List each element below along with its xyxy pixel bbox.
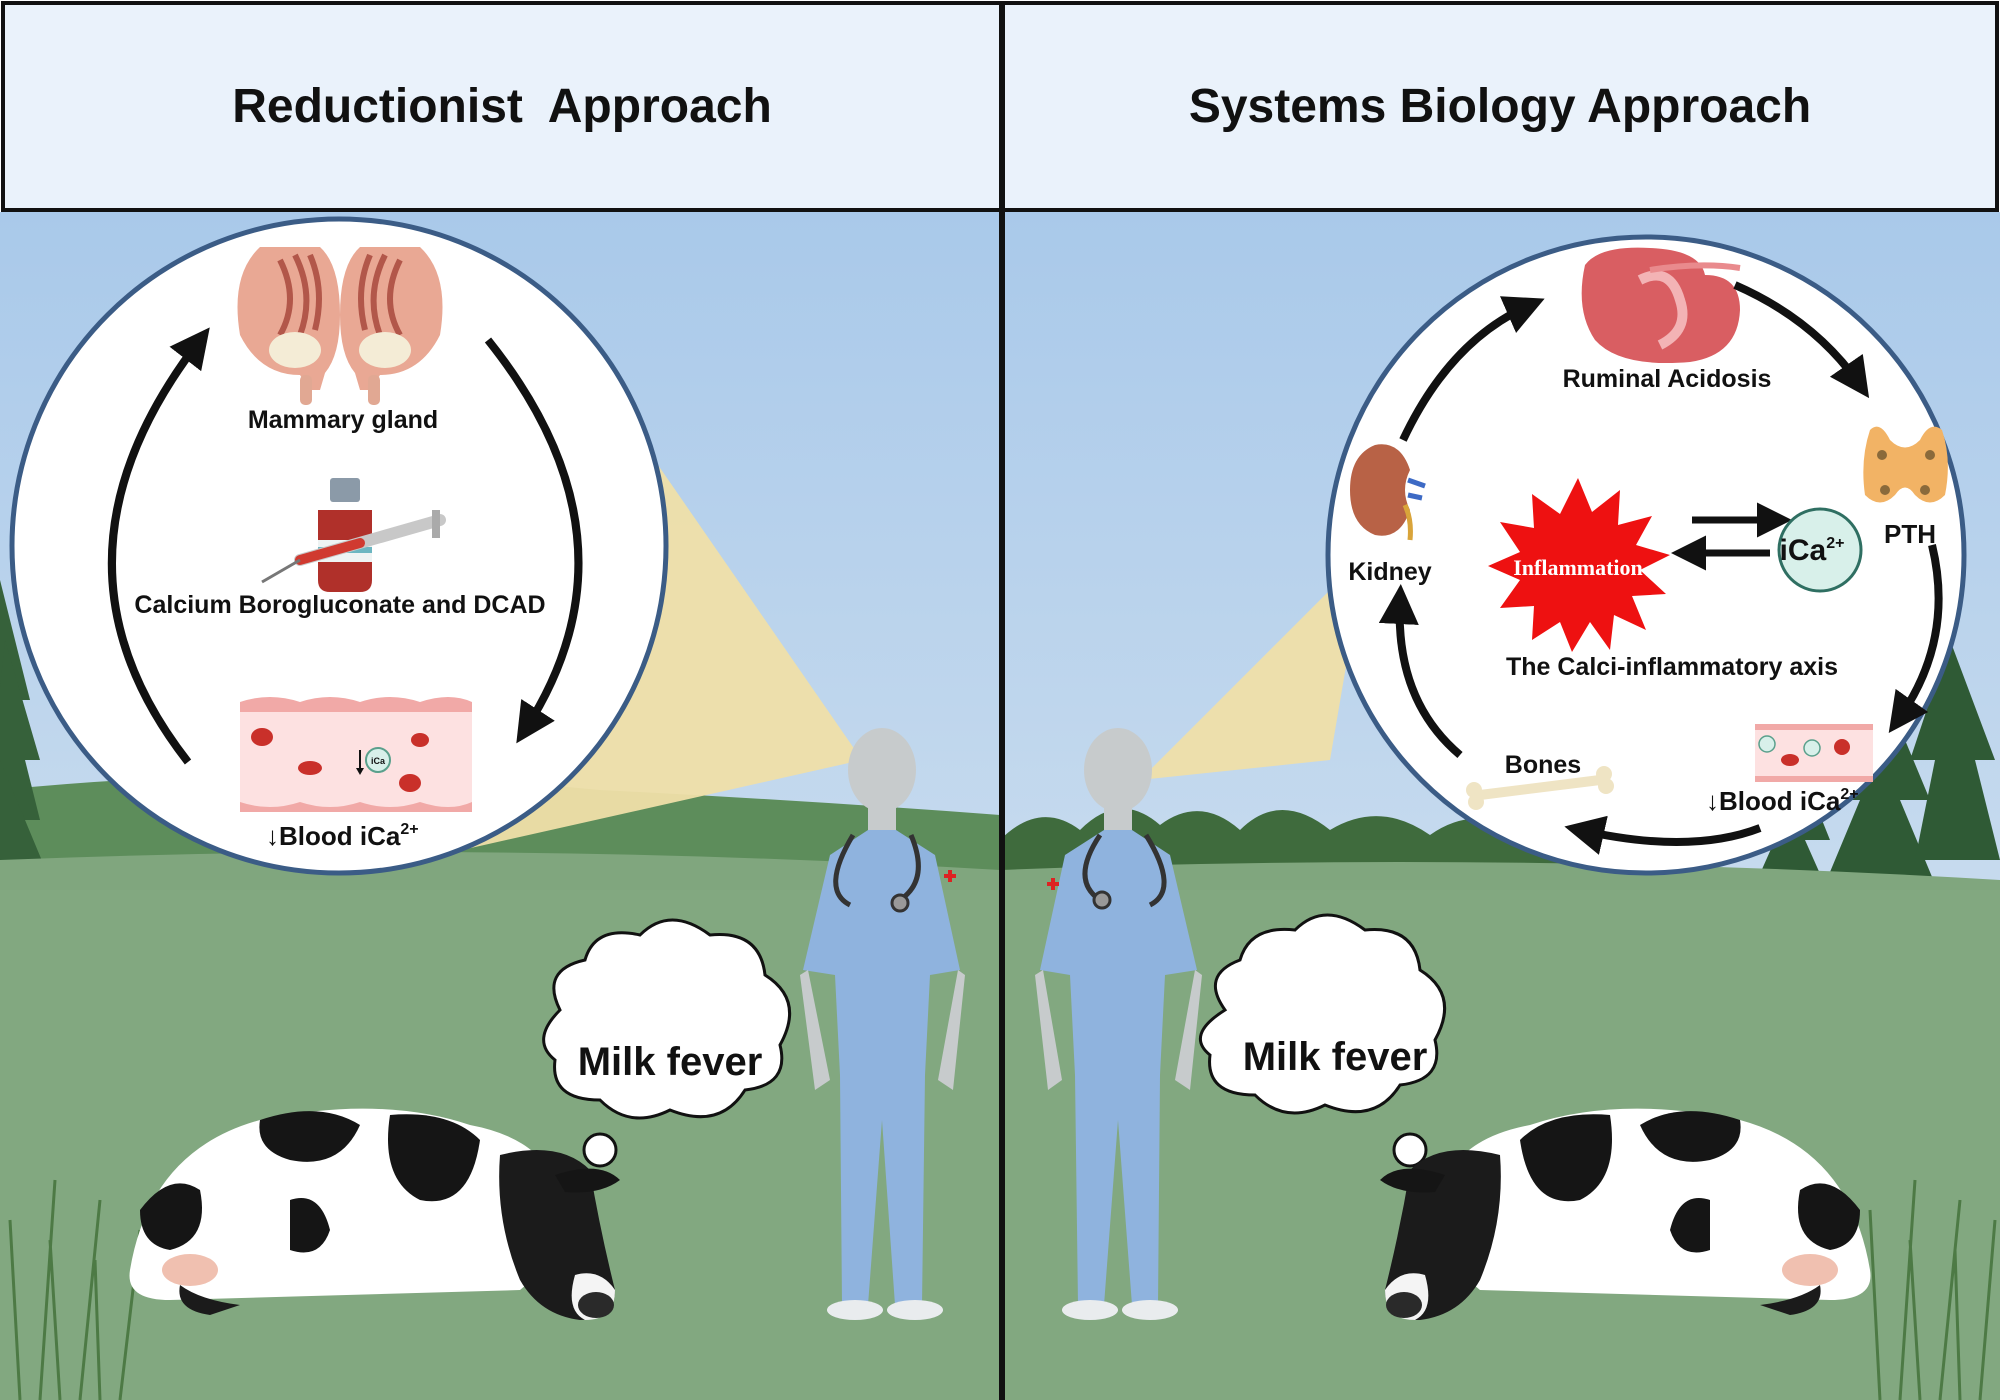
thought-bubble-right: Milk fever: [1199, 913, 1447, 1191]
left-blood-label: ↓Blood iCa2+: [266, 821, 419, 851]
bone-icon: [1466, 766, 1614, 810]
inflammation-label: Inflammation: [1513, 555, 1643, 580]
left-arrow-up: [107, 327, 210, 765]
thought-bubble-left: Milk fever: [542, 918, 792, 1191]
header-bar: Reductionist Approach Systems Biology Ap…: [1, 1, 1999, 212]
ruminal-label: Ruminal Acidosis: [1563, 365, 1772, 393]
grass-tufts: [8, 1179, 1997, 1400]
beam-right: [1140, 555, 1365, 780]
cow-right: [1380, 1108, 1871, 1320]
axis-label: The Calci-inflammatory axis: [1506, 653, 1838, 681]
inflammation-burst-icon: [1488, 478, 1670, 652]
mammary-label: Mammary gland: [248, 406, 438, 434]
vessel-ion-label: iCa: [371, 756, 386, 766]
mammary-gland-icon: [237, 247, 443, 405]
treatment-label: Calcium Borogluconate and DCAD: [134, 591, 545, 619]
calcium-vial-syringe-icon: [261, 478, 446, 592]
pth-label: PTH: [1884, 519, 1936, 549]
arrow-rumen-to-pth: [1733, 281, 1870, 399]
kidney-label: Kidney: [1348, 558, 1431, 586]
blood-vessel-icon: iCa: [240, 697, 472, 812]
left-cycle-circle: Mammary gland Calcium Borogluconate and …: [9, 216, 669, 876]
arrow-kidney-to-rumen: [1399, 296, 1545, 442]
rumen-icon: [1581, 247, 1741, 364]
kidney-icon: [1350, 444, 1426, 541]
right-blood-label: ↓Blood iCa2+: [1706, 786, 1859, 816]
parathyroid-icon: [1863, 426, 1948, 503]
veterinarian-left: [800, 728, 965, 1320]
right-bubble-text: Milk fever: [1243, 1035, 1428, 1079]
right-cycle-circle: Ruminal Acidosis PTH Kidney Inflammation…: [1325, 234, 1967, 876]
right-title: Systems Biology Approach: [1189, 80, 1811, 133]
ion-circle-label: iCa2+: [1780, 534, 1845, 567]
right-arrow-down: [484, 337, 583, 744]
veterinarian-right: [1035, 728, 1202, 1320]
left-bubble-text: Milk fever: [578, 1040, 763, 1084]
ion-circle: [1777, 507, 1863, 593]
bones-label: Bones: [1505, 751, 1581, 779]
conifers-left: [0, 580, 50, 880]
left-title: Reductionist Approach: [232, 80, 772, 133]
arrow-pth-to-blood: [1888, 544, 1943, 734]
small-blood-vessel-icon: [1755, 724, 1873, 782]
cow-left: [129, 1108, 620, 1320]
arrow-bones-to-kidney: [1378, 584, 1463, 759]
arrow-blood-to-bones: [1564, 815, 1762, 855]
